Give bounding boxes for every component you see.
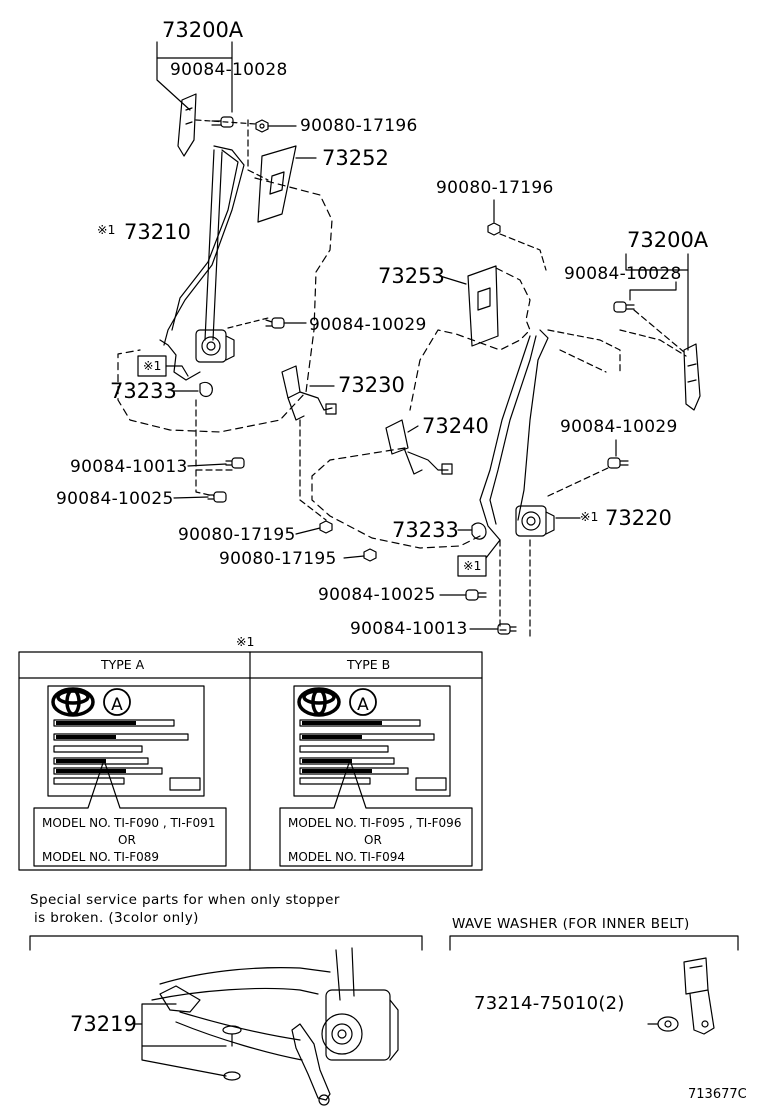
nut-17195-b	[363, 548, 377, 562]
type-table-note-mark: ※1	[236, 634, 255, 649]
bolt-10025-left	[207, 491, 227, 503]
label-lines-a	[53, 719, 201, 791]
diagram-id: 713677C	[688, 1087, 747, 1102]
stopper-clip	[159, 985, 201, 1013]
stopper-note-line1: Special service parts for when only stop…	[30, 892, 340, 908]
bolt-10029-right	[607, 457, 629, 469]
label-90084-10013-left: 90084-10013	[70, 457, 188, 477]
label-73240: 73240	[422, 414, 489, 438]
model-callout-b	[279, 759, 473, 867]
note-mark-right: ※1	[463, 558, 482, 573]
note-mark-73210: ※1	[97, 222, 116, 237]
retractor-right	[515, 505, 555, 537]
label-90080-17196-right: 90080-17196	[436, 178, 554, 198]
washer-section-title: WAVE WASHER (FOR INNER BELT)	[452, 916, 690, 932]
belt-73220-outer	[479, 335, 531, 541]
leader-73200A-left	[156, 57, 191, 111]
retractor-stopper	[321, 989, 399, 1061]
belt-73210-webbing	[204, 149, 223, 341]
washer-drawing	[657, 957, 715, 1035]
stopper-73233-left	[199, 381, 213, 398]
washer-section-bracket	[449, 935, 739, 951]
bolt-10028-right	[613, 301, 635, 313]
label-73219: 73219	[70, 1012, 137, 1036]
label-73233-left: 73233	[110, 379, 177, 403]
leader-73219	[133, 1003, 227, 1047]
bolt-10013-left	[225, 457, 245, 469]
label-90080-17196-left: 90080-17196	[300, 116, 418, 136]
label-90084-10029-right: 90084-10029	[560, 417, 678, 437]
seat-outline-right	[409, 267, 531, 411]
toyota-logo-b	[297, 687, 341, 717]
note-mark-73220: ※1	[580, 509, 599, 524]
label-73200A-right: 73200A	[627, 228, 709, 252]
label-90080-17195-a: 90080-17195	[178, 525, 296, 545]
anchor-plate-right	[683, 343, 701, 411]
belt-stopper-upper	[159, 967, 331, 985]
lower-anchor-stopper	[291, 1023, 331, 1101]
type-a-or: OR	[118, 833, 136, 847]
seat-outline-left	[117, 177, 333, 433]
note-mark-left: ※1	[143, 358, 162, 373]
label-plate-b	[293, 685, 451, 797]
label-plate-a	[47, 685, 205, 797]
note-box-right	[457, 555, 487, 577]
bracket-73200A-left	[156, 41, 233, 59]
label-73220: 73220	[605, 506, 672, 530]
label-90084-10028-left: 90084-10028	[170, 60, 288, 80]
trim-73252	[257, 145, 297, 223]
type-b-model-label-2: MODEL NO.	[288, 850, 357, 864]
type-a-model-label-1: MODEL NO.	[42, 816, 111, 830]
label-73252: 73252	[322, 146, 389, 170]
type-a-model-value-2: TI-F089	[114, 850, 160, 864]
type-a-model-value-1: TI-F090 , TI-F091	[114, 816, 216, 830]
nut-17196-left	[255, 119, 269, 133]
label-73233-right: 73233	[392, 518, 459, 542]
label-73230: 73230	[338, 373, 405, 397]
stopper-note-line2: is broken. (3color only)	[34, 910, 199, 926]
badge-circle-b	[349, 688, 377, 716]
type-b-model-label-1: MODEL NO.	[288, 816, 357, 830]
type-b-header: TYPE B	[347, 657, 391, 672]
label-90084-10028-right: 90084-10028	[564, 264, 682, 284]
belt-73220-webbing	[517, 329, 549, 521]
stopper-section-bracket	[29, 935, 423, 951]
nut-17196-right	[487, 222, 501, 236]
bolt-10025-right	[465, 589, 487, 601]
stopper-73233-right	[471, 522, 487, 540]
label-90084-10025-right: 90084-10025	[318, 585, 436, 605]
type-a-header: TYPE A	[101, 657, 145, 672]
toyota-logo-a	[51, 687, 95, 717]
badge-letter-b: A	[357, 695, 369, 715]
label-90084-10029-left: 90084-10029	[309, 315, 427, 335]
trim-73253	[467, 265, 499, 347]
label-lines-b	[299, 719, 447, 791]
type-b-or: OR	[364, 833, 382, 847]
label-73210: 73210	[124, 220, 191, 244]
bolt-10029-left	[265, 317, 285, 329]
model-callout-a	[33, 759, 227, 867]
label-73214-75010: 73214-75010(2)	[474, 993, 625, 1014]
buckle-73240	[385, 419, 453, 475]
type-a-model-label-2: MODEL NO.	[42, 850, 111, 864]
label-90084-10013-right: 90084-10013	[350, 619, 468, 639]
label-73200A-left: 73200A	[162, 18, 244, 42]
bolt-10013-right	[497, 623, 517, 635]
belt-73210-outer	[163, 145, 245, 346]
badge-circle-a	[103, 688, 131, 716]
nut-17195-a	[319, 520, 333, 534]
stopper-pin	[222, 1025, 242, 1047]
badge-letter-a: A	[111, 695, 123, 715]
label-73253: 73253	[378, 264, 445, 288]
label-90084-10025-left: 90084-10025	[56, 489, 174, 509]
anchor-plate-left	[177, 93, 197, 157]
type-b-model-value-1: TI-F095 , TI-F096	[360, 816, 462, 830]
buckle-73230	[281, 365, 337, 421]
retractor-left	[195, 329, 235, 363]
label-90080-17195-b: 90080-17195	[219, 549, 337, 569]
bracket-73200A-right	[625, 253, 689, 271]
type-b-model-value-2: TI-F094	[360, 850, 406, 864]
